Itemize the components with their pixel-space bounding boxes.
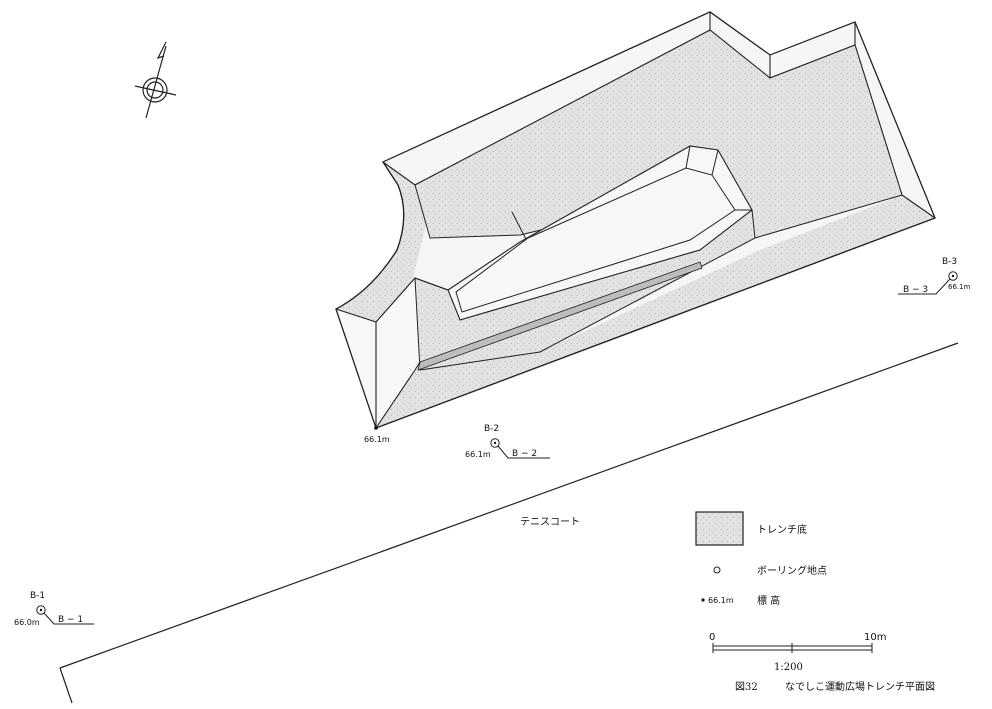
corner-elevation-dot bbox=[374, 426, 378, 430]
svg-text:B − 1: B − 1 bbox=[58, 615, 83, 625]
legend-elevation-sample: 66.1m bbox=[708, 596, 734, 605]
legend-elevation-label: 標 高 bbox=[757, 594, 780, 607]
legend: トレンチ底 ボーリング地点 66.1m 標 高 bbox=[695, 511, 827, 607]
svg-text:なでしこ運動広場トレンチ平面図: なでしこ運動広場トレンチ平面図 bbox=[785, 680, 935, 693]
svg-text:B-2: B-2 bbox=[484, 424, 499, 434]
svg-text:B-3: B-3 bbox=[942, 257, 957, 267]
svg-text:66.0m: 66.0m bbox=[14, 618, 40, 627]
legend-boring-symbol bbox=[713, 566, 721, 574]
legend-trench-label: トレンチ底 bbox=[757, 523, 807, 536]
svg-text:図32: 図32 bbox=[735, 681, 758, 693]
figure-caption: 図32 なでしこ運動広場トレンチ平面図 bbox=[735, 680, 935, 693]
boring-point-b1: B-1 66.0m B − 1 bbox=[14, 591, 94, 627]
central-baulk-top bbox=[455, 167, 736, 313]
scale-bar: 0 10m 1:200 bbox=[709, 632, 886, 673]
svg-text:B − 3: B − 3 bbox=[903, 285, 928, 295]
svg-text:B − 2: B − 2 bbox=[512, 449, 537, 459]
legend-elevation-dot bbox=[701, 598, 705, 602]
svg-text:66.1m: 66.1m bbox=[465, 450, 491, 459]
north-arrow-icon bbox=[134, 41, 177, 119]
trench-floor-strip bbox=[417, 261, 703, 371]
tennis-court-boundary bbox=[59, 342, 959, 669]
boring-point-b3: B-3 B − 3 66.1m bbox=[898, 257, 971, 295]
legend-trench-swatch bbox=[695, 511, 744, 546]
svg-text:1:200: 1:200 bbox=[774, 662, 803, 673]
svg-text:66.1m: 66.1m bbox=[948, 283, 971, 291]
legend-boring-label: ボーリング地点 bbox=[757, 564, 827, 577]
boring-point-b2: B-2 66.1m B − 2 bbox=[465, 424, 550, 459]
tennis-court-label: テニスコート bbox=[520, 517, 580, 528]
svg-text:B-1: B-1 bbox=[30, 591, 45, 601]
svg-text:10m: 10m bbox=[864, 632, 886, 643]
trench-floor-lower bbox=[414, 209, 756, 371]
svg-text:0: 0 bbox=[709, 632, 715, 643]
corner-elevation-label: 66.1m bbox=[364, 435, 390, 444]
